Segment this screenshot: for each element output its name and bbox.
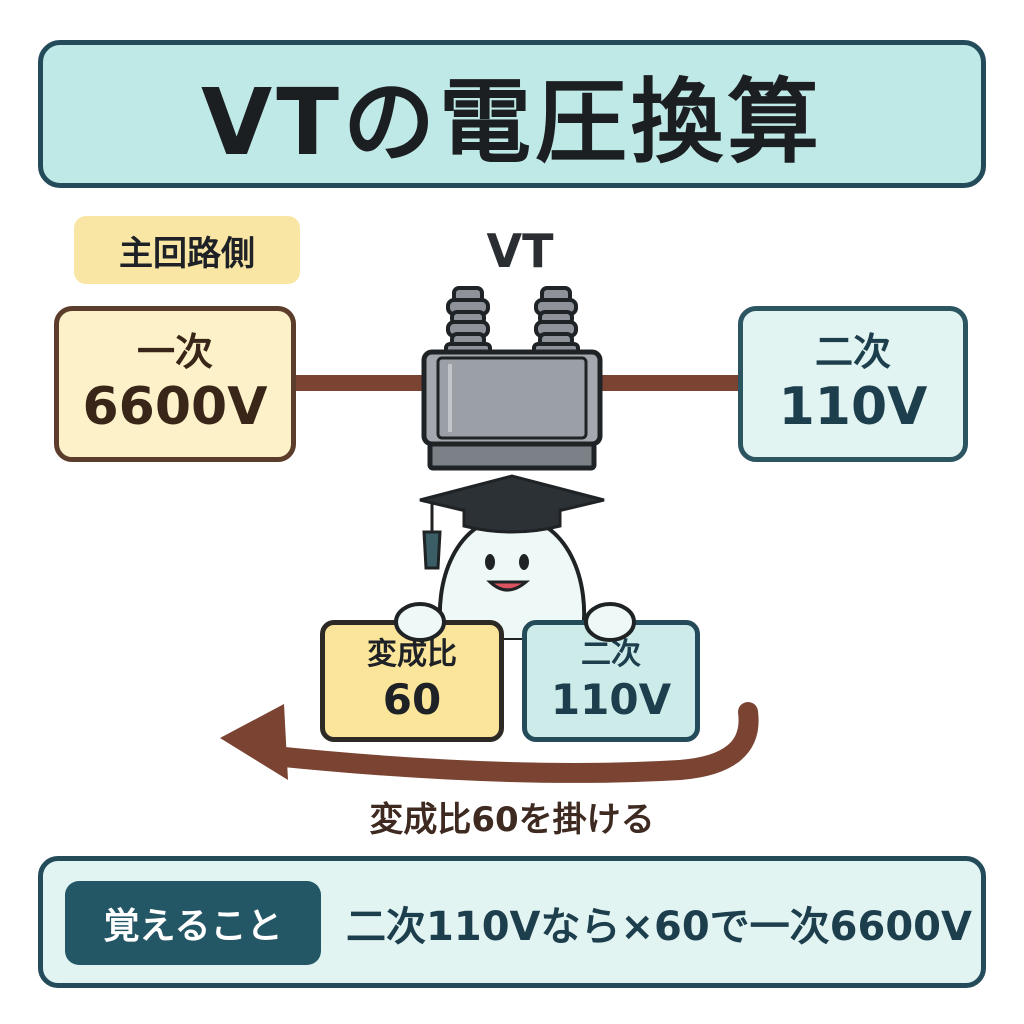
- secondary-value: 110V: [778, 376, 928, 437]
- wire-left: [296, 375, 436, 391]
- secondary-voltage-box: 二次 110V: [738, 306, 968, 462]
- secondary-card-value: 110V: [550, 675, 672, 725]
- arrow-caption: 変成比60を掛ける: [369, 800, 655, 840]
- ratio-label: 変成比: [367, 637, 457, 673]
- wire-right: [596, 375, 738, 391]
- primary-voltage-box: 一次 6600V: [54, 306, 296, 462]
- memo-text: 二次110Vなら×60で一次6600V: [346, 904, 972, 950]
- transformer-icon: [421, 286, 603, 471]
- main-circuit-tag: 主回路側: [74, 216, 300, 284]
- memo-badge: 覚えること: [65, 881, 321, 965]
- title-banner: VTの電圧換算: [38, 40, 986, 188]
- left-arrow-icon: [220, 702, 759, 783]
- memo-box: 覚えること 二次110Vなら×60で一次6600V: [38, 856, 986, 988]
- secondary-label: 二次: [814, 330, 891, 374]
- primary-label: 一次: [136, 330, 213, 374]
- page-title: VTの電圧換算: [201, 68, 823, 176]
- vt-label: VT: [486, 224, 554, 278]
- secondary-card-label: 二次: [581, 637, 641, 673]
- primary-value: 6600V: [82, 376, 268, 437]
- mascot-hands-icon: [394, 602, 636, 642]
- mascot-graduate-icon: [419, 474, 605, 640]
- ratio-value: 60: [382, 675, 442, 725]
